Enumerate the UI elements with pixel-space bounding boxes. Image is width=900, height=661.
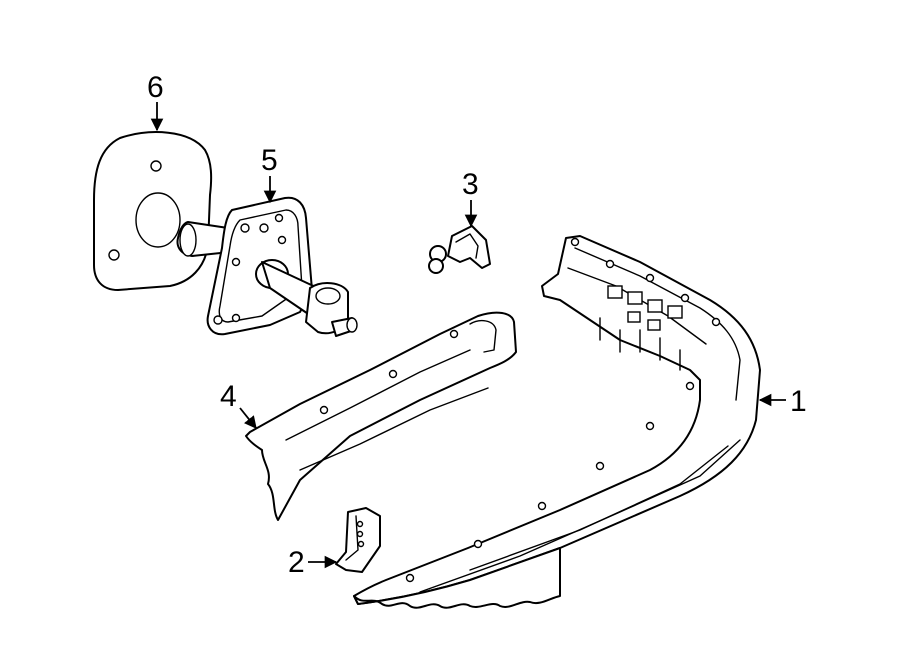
callout-leaders [150,102,786,569]
part-3-clip-nut [428,225,491,274]
callout-4: 4 [220,380,237,413]
leader-4-arrow [239,407,257,429]
part-2-mounting-bracket [335,507,381,573]
part-1-bumper-cover [353,235,761,609]
callout-2: 2 [288,546,305,579]
callout-labels: 6 5 3 4 2 1 [147,71,807,579]
callout-6: 6 [147,71,164,104]
callout-3: 3 [462,168,479,201]
part-5-carrier-bracket [206,196,358,337]
callout-5: 5 [261,144,278,177]
callout-1: 1 [790,385,807,418]
part-4-reinforcement-bar [245,311,517,521]
part-6-mounting-plate [93,131,213,291]
spare-wheel-shaft [176,221,231,257]
